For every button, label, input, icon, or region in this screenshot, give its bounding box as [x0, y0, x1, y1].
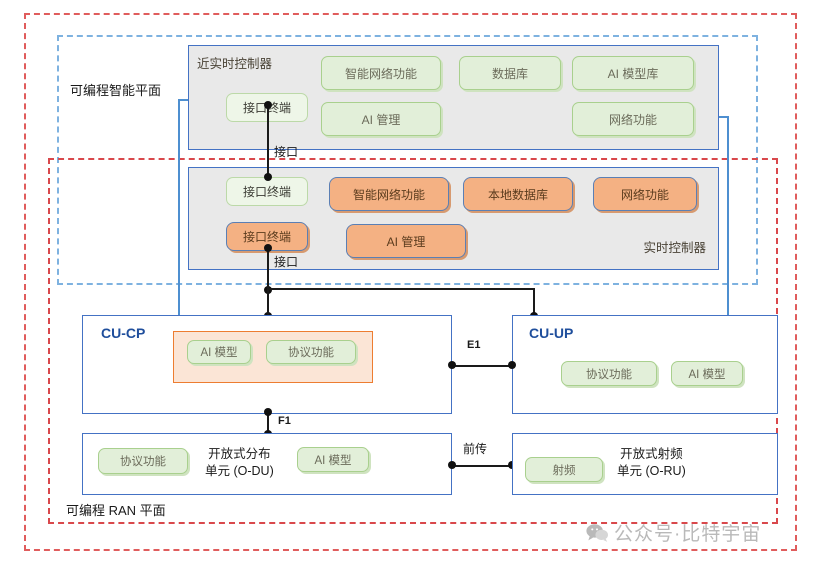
o-du-label: 开放式分布 单元 (O-DU)	[205, 446, 274, 480]
interface-endpoint-dot-upper	[264, 101, 272, 109]
interface-endpoint-dot-lower	[264, 173, 272, 181]
cu-cp-title: CU-CP	[101, 325, 146, 341]
rt-interface-terminal-top[interactable]: 接口终端	[226, 177, 308, 206]
outer-red-boundary	[24, 13, 797, 551]
programmable-intelligent-plane-label: 可编程智能平面	[70, 83, 162, 98]
wechat-icon	[586, 524, 608, 542]
o-ru-label-line2: 单元 (O-RU)	[617, 463, 686, 478]
e1-link-line	[452, 365, 512, 368]
cu-cp-node[interactable]: CU-CP AI 模型 协议功能	[82, 315, 452, 414]
e1-endpoint-dot-right	[508, 361, 516, 369]
cu-up-block-ai-model[interactable]: AI 模型	[671, 361, 743, 386]
programmable-ran-plane-label: 可编程 RAN 平面	[66, 503, 166, 518]
interface-link-rt-to-cu	[267, 248, 270, 318]
fronthaul-link-line	[452, 465, 512, 468]
cu-cp-block-protocol-function[interactable]: 协议功能	[266, 340, 356, 364]
near-rt-block-network-function[interactable]: 网络功能	[572, 102, 694, 136]
o-ru-label: 开放式射频 单元 (O-RU)	[617, 446, 686, 480]
bus-drop-to-cucp	[267, 286, 270, 316]
o-ru-label-line1: 开放式射频	[620, 447, 683, 461]
near-rt-block-database[interactable]: 数据库	[459, 56, 561, 90]
interface-endpoint-dot-rt-bottom	[264, 244, 272, 252]
o-du-label-line1: 开放式分布	[208, 447, 271, 461]
bus-line-to-cuup	[267, 288, 535, 291]
o-du-node[interactable]: 协议功能 开放式分布 单元 (O-DU) AI 模型	[82, 433, 452, 495]
cu-up-block-protocol-function[interactable]: 协议功能	[561, 361, 657, 386]
near-rt-block-ai-model-library[interactable]: AI 模型库	[572, 56, 694, 90]
watermark-text: 公众号·比特宇宙	[614, 524, 762, 545]
rt-controller-title: 实时控制器	[643, 241, 706, 255]
blue-connector-near-rt-left-stub	[178, 99, 190, 101]
f1-link-line	[267, 412, 270, 437]
rt-controller-panel[interactable]: 实时控制器 接口终端 接口终端 智能网络功能 本地数据库 网络功能 AI 管理	[188, 167, 719, 270]
rt-block-network-function[interactable]: 网络功能	[593, 177, 697, 211]
cu-cp-block-ai-model[interactable]: AI 模型	[187, 340, 251, 364]
fronthaul-label: 前传	[463, 442, 488, 456]
cu-up-node[interactable]: CU-UP 协议功能 AI 模型	[512, 315, 778, 414]
cu-cp-highlight-panel: AI 模型 协议功能	[173, 331, 373, 383]
near-rt-block-intelligent-network-function[interactable]: 智能网络功能	[321, 56, 441, 90]
cu-up-title: CU-UP	[529, 325, 574, 341]
interface-label-top: 接口	[274, 145, 299, 159]
near-rt-block-ai-management[interactable]: AI 管理	[321, 102, 441, 136]
f1-endpoint-dot-top	[264, 408, 272, 416]
fronthaul-endpoint-dot-left	[448, 461, 456, 469]
blue-connector-near-rt-to-cucp	[178, 99, 180, 342]
bus-drop-to-cuup	[533, 288, 536, 318]
interface-label-bottom: 接口	[274, 255, 299, 269]
interface-link-near-rt-to-rt	[267, 105, 270, 177]
blue-connector-near-rt-right-stub	[717, 116, 729, 118]
rt-block-ai-management[interactable]: AI 管理	[346, 224, 466, 258]
f1-label: F1	[278, 415, 291, 427]
o-du-label-line2: 单元 (O-DU)	[205, 463, 274, 478]
o-ru-node[interactable]: 射频 开放式射频 单元 (O-RU)	[512, 433, 778, 495]
e1-label: E1	[467, 339, 481, 351]
o-ru-block-radio-frequency[interactable]: 射频	[525, 457, 603, 482]
watermark: 公众号·比特宇宙	[586, 519, 761, 546]
e1-endpoint-dot-left	[448, 361, 456, 369]
rt-block-intelligent-network-function[interactable]: 智能网络功能	[329, 177, 449, 211]
o-du-block-ai-model[interactable]: AI 模型	[297, 447, 369, 472]
near-rt-controller-title: 近实时控制器	[197, 57, 273, 71]
rt-block-local-database[interactable]: 本地数据库	[463, 177, 573, 211]
blue-connector-near-rt-to-cuup	[727, 116, 729, 316]
o-du-block-protocol-function[interactable]: 协议功能	[98, 448, 188, 474]
programmable-intelligent-plane-boundary	[57, 35, 758, 285]
